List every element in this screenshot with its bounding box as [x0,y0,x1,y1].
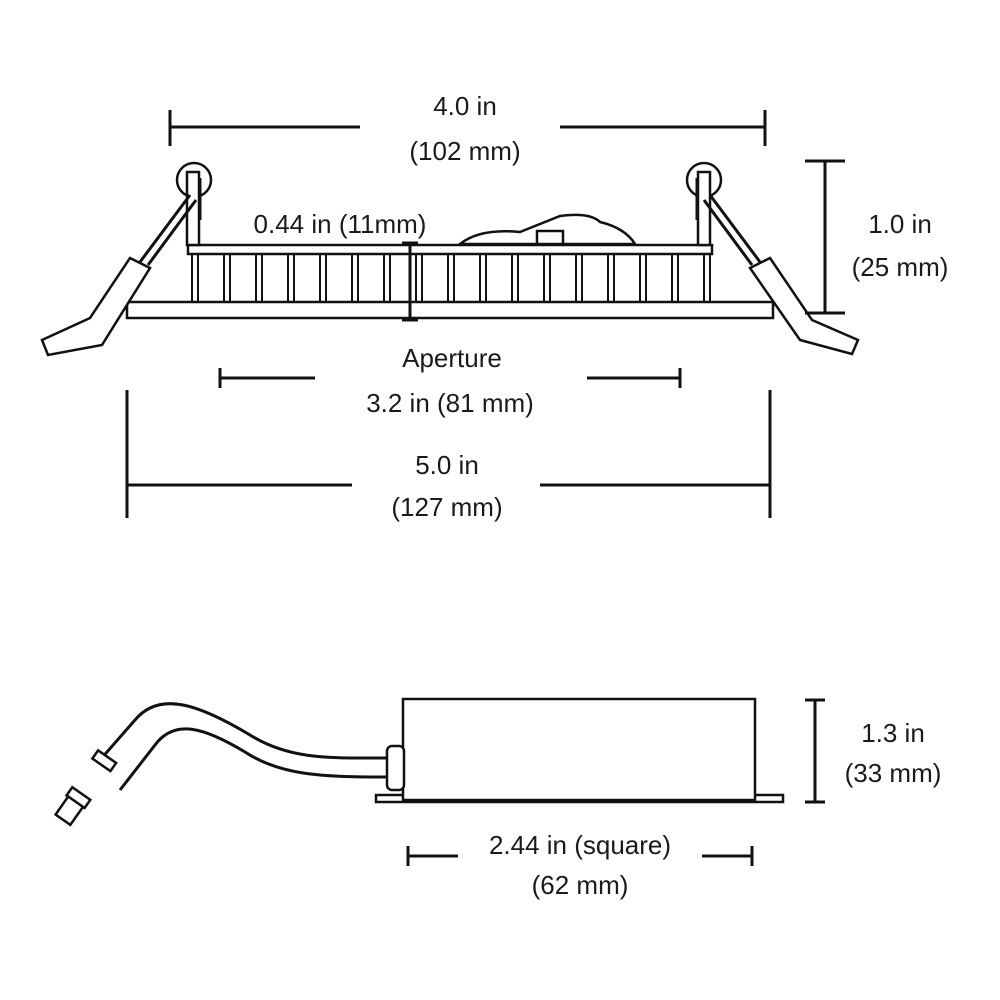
driver-body [401,697,757,802]
left-spring-clip [40,256,152,357]
driver-box [53,697,785,827]
label-33mm: (33 mm) [845,758,942,788]
right-spring-clip [748,256,860,356]
dimension-1-3in: 1.3 in (33 mm) [805,698,942,804]
recessed-light-fixture: 0.44 in (11mm) [40,161,860,357]
label-aperture: Aperture [402,343,502,373]
cable-gland [385,744,406,792]
trim-plate [125,300,775,320]
label-5in: 5.0 in [415,450,479,480]
label-102mm: (102 mm) [409,136,520,166]
label-depth: 0.44 in (11mm) [254,209,427,239]
label-aperture-value: 3.2 in (81 mm) [366,388,534,418]
cable [98,702,388,761]
label-62mm: (62 mm) [532,870,629,900]
cable-connector [53,748,118,827]
dimension-5in: 5.0 in (127 mm) [125,390,772,522]
dimension-1in: 1.0 in (25 mm) [805,159,949,315]
label-4in: 4.0 in [433,91,497,121]
dimension-2-44in: 2.44 in (square) (62 mm) [406,830,754,900]
dimension-aperture: Aperture 3.2 in (81 mm) [218,343,682,418]
label-127mm: (127 mm) [391,492,502,522]
label-25mm: (25 mm) [852,252,949,282]
dimension-4in: 4.0 in (102 mm) [168,91,767,166]
label-1-3in: 1.3 in [861,718,925,748]
label-2-44in: 2.44 in (square) [489,830,671,860]
heat-sink-fins [191,254,711,302]
wire-housing [456,213,638,246]
label-1in: 1.0 in [868,209,932,239]
top-plate [186,243,714,256]
